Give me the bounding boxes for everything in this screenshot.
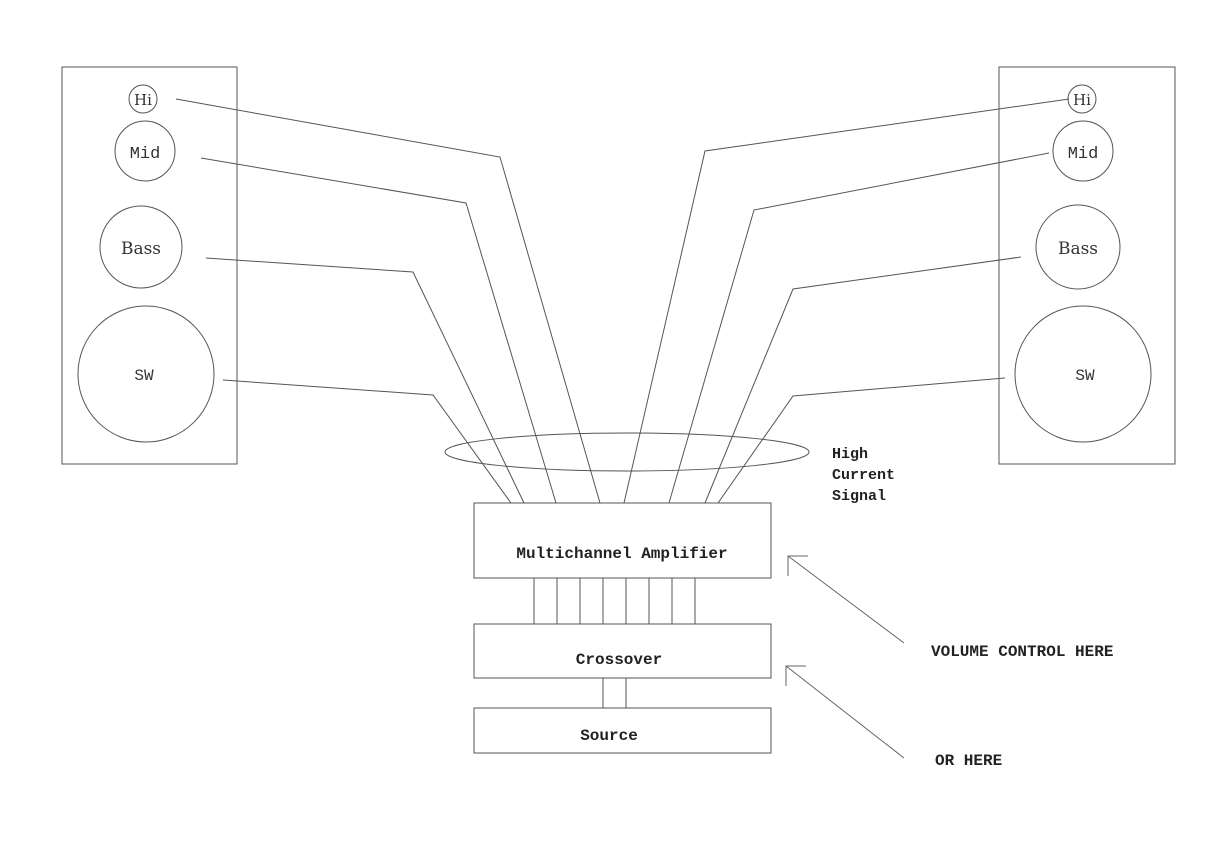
crossover-label: Crossover (576, 651, 662, 669)
left-subwoofer-label: SW (134, 367, 154, 385)
crossover-box (473, 623, 772, 679)
right-bass-label: Bass (1058, 239, 1098, 259)
left-speaker-wires (175, 98, 601, 504)
source-label: Source (580, 727, 638, 745)
wire-left-hi (175, 98, 601, 504)
left-subwoofer-driver (77, 305, 215, 443)
or-here-arrow-shaft (785, 665, 905, 759)
amplifier-box (473, 502, 772, 579)
signal-label-line3: Signal (832, 488, 886, 505)
left-bass-label: Bass (121, 239, 161, 259)
signal-label-line1: High (832, 446, 868, 463)
left-mid-label: Mid (130, 145, 161, 164)
or-here-label: OR HERE (935, 752, 1002, 770)
left-bass-driver (99, 205, 183, 289)
right-subwoofer-label: SW (1075, 367, 1095, 385)
amplifier-label: Multichannel Amplifier (516, 545, 727, 563)
volume-arrow (787, 555, 905, 644)
wire-right-sw (717, 377, 1006, 504)
left-tweeter-driver (128, 84, 158, 114)
left-speaker: Hi Mid Bass SW (61, 66, 238, 465)
right-speaker-wires (623, 98, 1070, 504)
crossover-amp-channels (533, 578, 696, 624)
right-mid-label: Mid (1068, 145, 1099, 164)
right-bass-driver (1035, 204, 1121, 290)
right-mid-driver (1052, 120, 1114, 182)
wire-right-hi (623, 98, 1070, 504)
right-speaker: Hi Mid Bass SW (998, 66, 1176, 465)
wire-right-bass (704, 256, 1022, 504)
wire-left-mid (200, 157, 557, 504)
wire-left-bass (205, 257, 525, 504)
source-box (473, 707, 772, 754)
volume-arrow-head (787, 555, 808, 576)
or-here-arrow-head (785, 665, 806, 686)
signal-bundle-ellipse (444, 432, 810, 472)
left-mid-driver (114, 120, 176, 182)
left-tweeter-label: Hi (134, 91, 152, 109)
wire-left-sw (222, 379, 512, 504)
signal-label-line2: Current (832, 467, 895, 484)
wire-right-mid (668, 152, 1050, 504)
volume-arrow-shaft (787, 555, 905, 644)
volume-control-label: VOLUME CONTROL HERE (931, 643, 1113, 661)
right-subwoofer-driver (1014, 305, 1152, 443)
or-here-arrow (785, 665, 905, 759)
right-tweeter-label: Hi (1073, 91, 1091, 109)
